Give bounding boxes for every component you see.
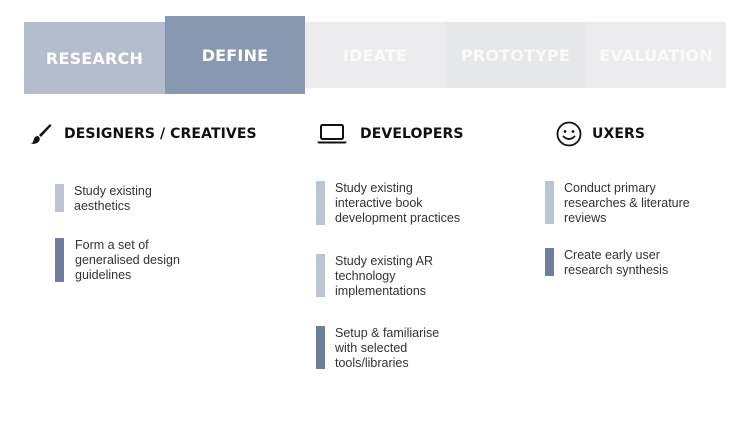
laptop-icon (316, 121, 348, 147)
phase-marker (545, 181, 554, 224)
task-item: Form a set of generalised design guideli… (55, 238, 180, 283)
task-item: Create early user research synthesis (545, 248, 668, 278)
task-item: Conduct primary researches & literature … (545, 181, 690, 226)
column-header: UXERS (556, 118, 736, 150)
column-header: DEVELOPERS (316, 118, 526, 150)
column-title: DESIGNERS / CREATIVES (64, 126, 257, 142)
smiley-icon (556, 121, 582, 147)
phase-prototype: PROTOTYPE (445, 22, 586, 88)
task-item: Setup & familiarise with selected tools/… (316, 326, 439, 371)
task-item: Study existing interactive book developm… (316, 181, 460, 226)
column-title: DEVELOPERS (360, 126, 464, 142)
task-text: Study existing interactive book developm… (335, 181, 461, 225)
task-text: Create early user research synthesis (564, 248, 669, 277)
phase-marker (55, 238, 64, 282)
task-text: Form a set of generalised design guideli… (75, 238, 180, 282)
phase-marker (316, 254, 325, 297)
column-header: DESIGNERS / CREATIVES (28, 118, 278, 150)
task-text: Setup & familiarise with selected tools/… (335, 326, 440, 370)
task-item: Study existing aesthetics (55, 184, 152, 214)
phase-define: DEFINE (165, 16, 305, 94)
phase-marker (55, 184, 64, 212)
column-title: UXERS (592, 126, 646, 142)
task-item: Study existing AR technology implementat… (316, 254, 433, 299)
column-developers: DEVELOPERS (316, 118, 526, 150)
paintbrush-icon (28, 121, 54, 147)
task-text: Conduct primary researches & literature … (564, 181, 690, 225)
phase-ideate: IDEATE (305, 22, 445, 88)
task-text: Study existing AR technology implementat… (335, 254, 433, 298)
phase-research: RESEARCH (24, 22, 165, 94)
phase-marker (316, 181, 325, 225)
phase-marker (545, 248, 554, 276)
phase-evaluation: EVALUATION (586, 22, 726, 88)
column-designers: DESIGNERS / CREATIVES (28, 118, 278, 150)
phase-marker (316, 326, 325, 369)
phase-bar: RESEARCH DEFINE IDEATE PROTOTYPE EVALUAT… (24, 16, 726, 94)
task-text: Study existing aesthetics (74, 184, 152, 213)
column-uxers: UXERS (556, 118, 736, 150)
